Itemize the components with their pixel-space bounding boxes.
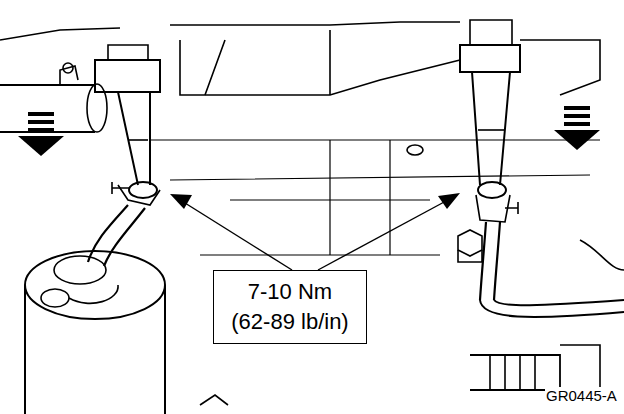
torque-value: 7-10 Nm — [226, 277, 354, 307]
torque-spec-box: 7-10 Nm(62-89 lb/in) — [213, 270, 367, 344]
figure-code: GR0445-A — [545, 387, 618, 404]
torque-value: (62-89 lb/in) — [226, 307, 354, 337]
